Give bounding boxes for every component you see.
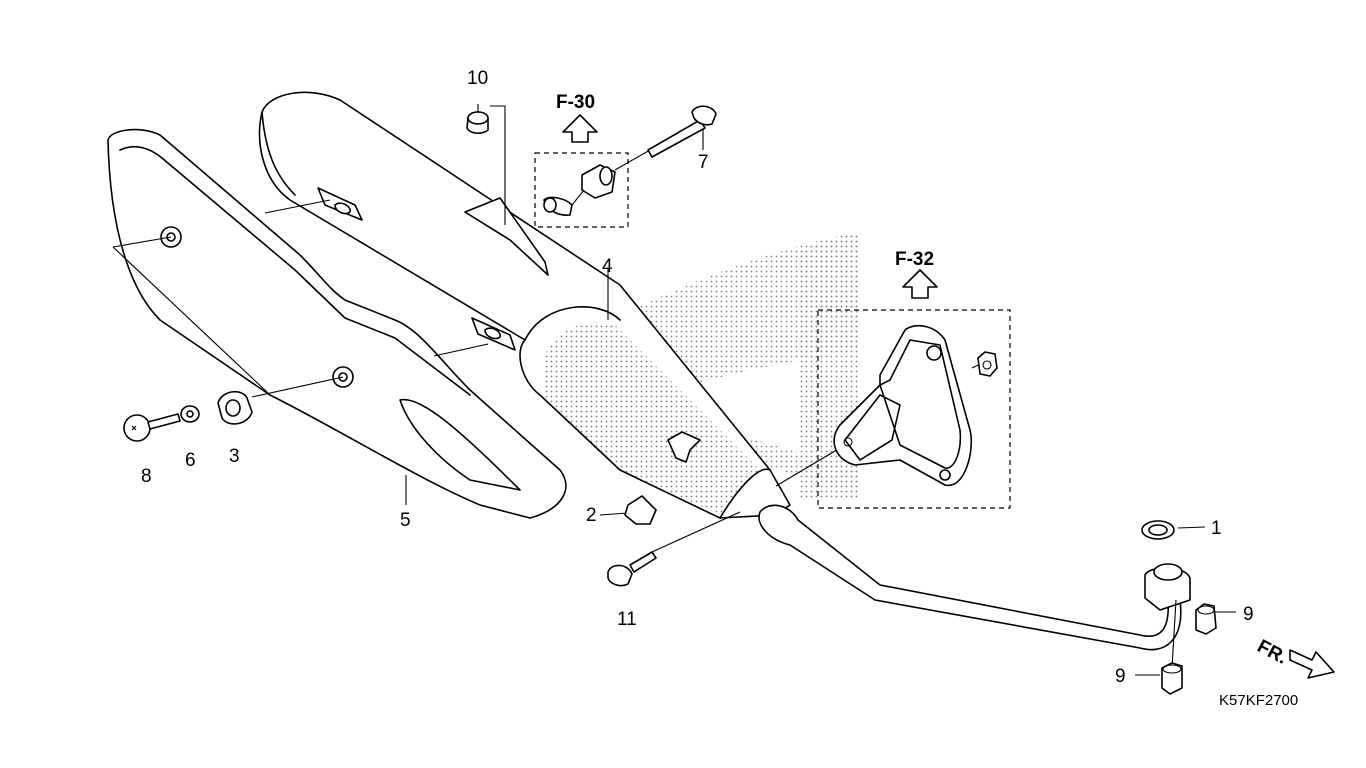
callout-6: 6 <box>185 450 196 471</box>
drawing-code: K57KF2700 <box>1219 692 1298 709</box>
ref-f32-label[interactable]: F-32 <box>895 249 934 270</box>
callout-9b: 9 <box>1115 666 1126 687</box>
leader-lines <box>112 104 1236 676</box>
ref-f30-label[interactable]: F-30 <box>556 92 595 113</box>
muffler-body[interactable] <box>258 91 1191 651</box>
callout-10: 10 <box>467 68 488 89</box>
f30-detail-box <box>534 105 717 228</box>
callout-2: 2 <box>586 505 597 526</box>
callout-9a: 9 <box>1243 604 1254 625</box>
callout-3: 3 <box>229 446 240 467</box>
callout-5: 5 <box>400 510 411 531</box>
front-direction-label: FR. <box>1254 636 1291 669</box>
f32-detail-box <box>817 269 1011 509</box>
callout-7: 7 <box>698 152 709 173</box>
callout-4: 4 <box>602 256 613 277</box>
callout-8: 8 <box>141 466 152 487</box>
small-parts <box>123 111 1335 695</box>
callout-1: 1 <box>1211 518 1222 539</box>
callout-11: 11 <box>617 609 637 630</box>
